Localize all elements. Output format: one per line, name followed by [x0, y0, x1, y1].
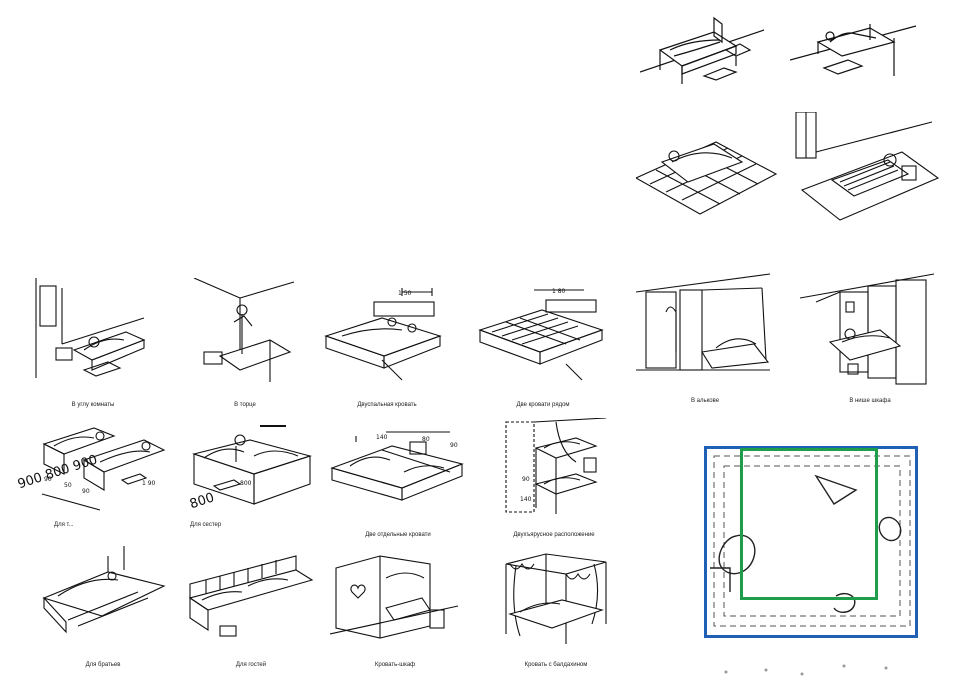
sketch-bed-by-window — [792, 112, 942, 230]
sketch-bed-in-wardrobe-niche: В нише шкафа — [800, 272, 940, 414]
dim-90b: 90 — [82, 488, 90, 495]
caption-cabinet-bed: Кровать-шкаф — [374, 662, 416, 668]
sketch-bed-with-rug — [790, 12, 920, 88]
caption-wardrobe-niche: В нише шкафа — [849, 398, 891, 404]
caption-guests: Для гостей — [235, 662, 267, 668]
sketch-bed-end-wall: В торце — [190, 278, 300, 414]
sketch-beds-for-brothers: Для братьев — [38, 546, 168, 672]
sketch-double-bed: 1 50 Двуспальная кровать — [322, 284, 452, 414]
dim-90d: 90 — [522, 476, 530, 483]
sketch-cabinet-bed: Кровать-шкаф — [330, 548, 460, 672]
caption-brothers-small: Для т... — [54, 522, 74, 528]
sketch-bed-corner-of-room: В углу комнаты — [34, 278, 152, 414]
dim-190: 1 90 — [142, 480, 156, 487]
inner-highlight-frame — [740, 448, 878, 600]
caption-side-by-side: Две кровати рядом — [516, 402, 570, 408]
caption-brothers: Для братьев — [85, 662, 121, 668]
outer-highlight-frame — [704, 446, 918, 638]
dim-140b: 140 — [520, 496, 532, 503]
dim-150: 1 50 — [398, 290, 412, 297]
dim-80: 80 — [422, 436, 430, 443]
sketch-two-separate-beds: 140 80 90 Две отдельные кровати — [326, 428, 470, 542]
caption-canopy: Кровать с балдахином — [524, 662, 588, 668]
dim-180: 1 80 — [552, 288, 566, 295]
sketch-bed-with-nightstand — [640, 10, 770, 90]
sketch-beds-for-sisters: 800 Для сестер — [190, 420, 314, 534]
dim-140: 140 — [376, 434, 388, 441]
sketch-bed-in-alcove: В алькове — [636, 272, 774, 414]
sketch-beds-for-guests: Для гостей — [186, 550, 316, 672]
dim-50: 50 — [64, 482, 72, 489]
caption-double: Двуспальная кровать — [357, 402, 417, 408]
sketch-canopy-bed: Кровать с балдахином — [496, 550, 616, 672]
sketch-bed-on-platform — [636, 118, 780, 218]
sketch-beds-for-brothers-small: 1 90 90 50 90 Для т... — [34, 424, 168, 534]
caption-sisters: Для сестер — [190, 522, 222, 528]
caption-corner: В углу комнаты — [71, 402, 115, 408]
dim-90a: 90 — [44, 476, 52, 483]
floor-plan-sketch — [706, 448, 916, 676]
caption-bunk: Двухъярусное расположение — [513, 532, 595, 538]
caption-alcove: В алькове — [690, 398, 720, 404]
sketch-two-beds-side-by-side: 1 80 Две кровати рядом — [476, 284, 610, 414]
dim-90c: 90 — [450, 442, 458, 449]
caption-end: В торце — [234, 402, 256, 408]
dim-800a: 800 — [240, 480, 252, 487]
caption-separate: Две отдельные кровати — [365, 532, 431, 538]
sketch-bunk-beds: 90 140 Двухъярусное расположение — [496, 418, 612, 542]
